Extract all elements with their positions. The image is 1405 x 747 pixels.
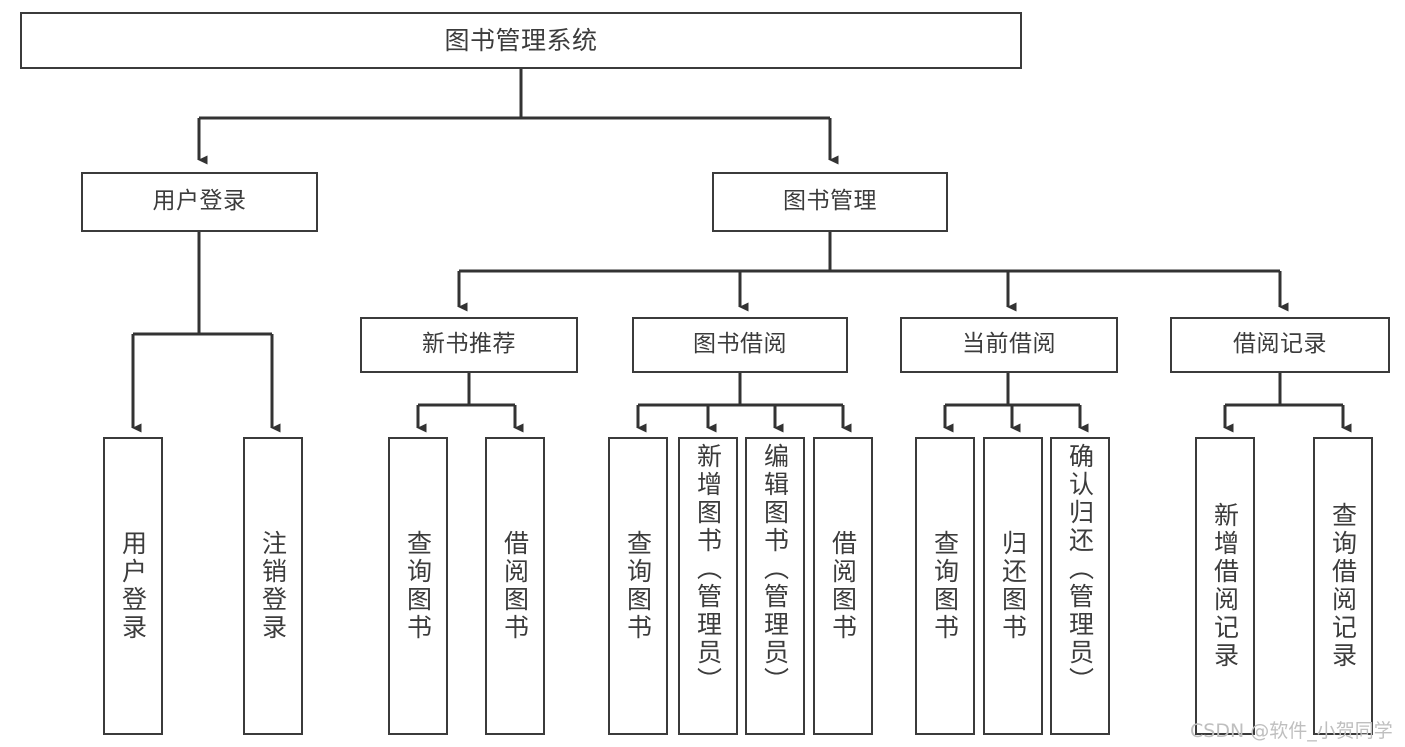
node-current-borrow-label: 当前借阅	[962, 331, 1056, 358]
node-leaf-borrow-book-1-label: 借阅图书	[500, 530, 530, 642]
node-user-login-label: 用户登录	[152, 188, 247, 215]
node-root-label: 图书管理系统	[444, 25, 598, 55]
node-leaf-add-borrow-record[interactable]: 新增借阅记录	[1195, 437, 1255, 735]
node-leaf-query-borrow-record-label: 查询借阅记录	[1328, 502, 1358, 670]
node-leaf-query-book-3[interactable]: 查询图书	[915, 437, 975, 735]
node-leaf-query-borrow-record[interactable]: 查询借阅记录	[1313, 437, 1373, 735]
node-book-borrow-label: 图书借阅	[693, 331, 787, 358]
csdn-watermark: CSDN @软件_小贺同学	[1190, 720, 1393, 742]
node-leaf-add-book-admin-label: 新增图书（管理员）	[693, 443, 723, 695]
node-leaf-borrow-book-2[interactable]: 借阅图书	[813, 437, 873, 735]
node-leaf-user-login-label: 用户登录	[118, 530, 148, 642]
node-current-borrow[interactable]: 当前借阅	[900, 317, 1118, 373]
node-leaf-query-book-3-label: 查询图书	[930, 530, 960, 642]
node-leaf-query-book-1-label: 查询图书	[403, 530, 433, 642]
node-book-borrow[interactable]: 图书借阅	[632, 317, 848, 373]
node-book-manage[interactable]: 图书管理	[712, 172, 948, 232]
node-leaf-logout-login-label: 注销登录	[258, 530, 288, 642]
node-leaf-logout-login[interactable]: 注销登录	[243, 437, 303, 735]
node-leaf-borrow-book-1[interactable]: 借阅图书	[485, 437, 545, 735]
node-leaf-edit-book-admin-label: 编辑图书（管理员）	[760, 443, 790, 695]
node-new-book-recommend-label: 新书推荐	[422, 331, 516, 358]
node-leaf-add-borrow-record-label: 新增借阅记录	[1210, 502, 1240, 670]
node-leaf-return-book[interactable]: 归还图书	[983, 437, 1043, 735]
node-leaf-confirm-return-admin[interactable]: 确认归还（管理员）	[1050, 437, 1110, 735]
node-leaf-edit-book-admin[interactable]: 编辑图书（管理员）	[745, 437, 805, 735]
node-root[interactable]: 图书管理系统	[20, 12, 1022, 69]
node-leaf-confirm-return-admin-label: 确认归还（管理员）	[1065, 443, 1095, 695]
node-leaf-return-book-label: 归还图书	[998, 530, 1028, 642]
node-borrow-record-label: 借阅记录	[1233, 331, 1327, 358]
node-leaf-user-login[interactable]: 用户登录	[103, 437, 163, 735]
node-user-login[interactable]: 用户登录	[81, 172, 318, 232]
node-leaf-query-book-2[interactable]: 查询图书	[608, 437, 668, 735]
node-leaf-add-book-admin[interactable]: 新增图书（管理员）	[678, 437, 738, 735]
node-new-book-recommend[interactable]: 新书推荐	[360, 317, 578, 373]
node-book-manage-label: 图书管理	[783, 188, 877, 215]
node-leaf-query-book-2-label: 查询图书	[623, 530, 653, 642]
node-leaf-query-book-1[interactable]: 查询图书	[388, 437, 448, 735]
node-leaf-borrow-book-2-label: 借阅图书	[828, 530, 858, 642]
node-borrow-record[interactable]: 借阅记录	[1170, 317, 1390, 373]
